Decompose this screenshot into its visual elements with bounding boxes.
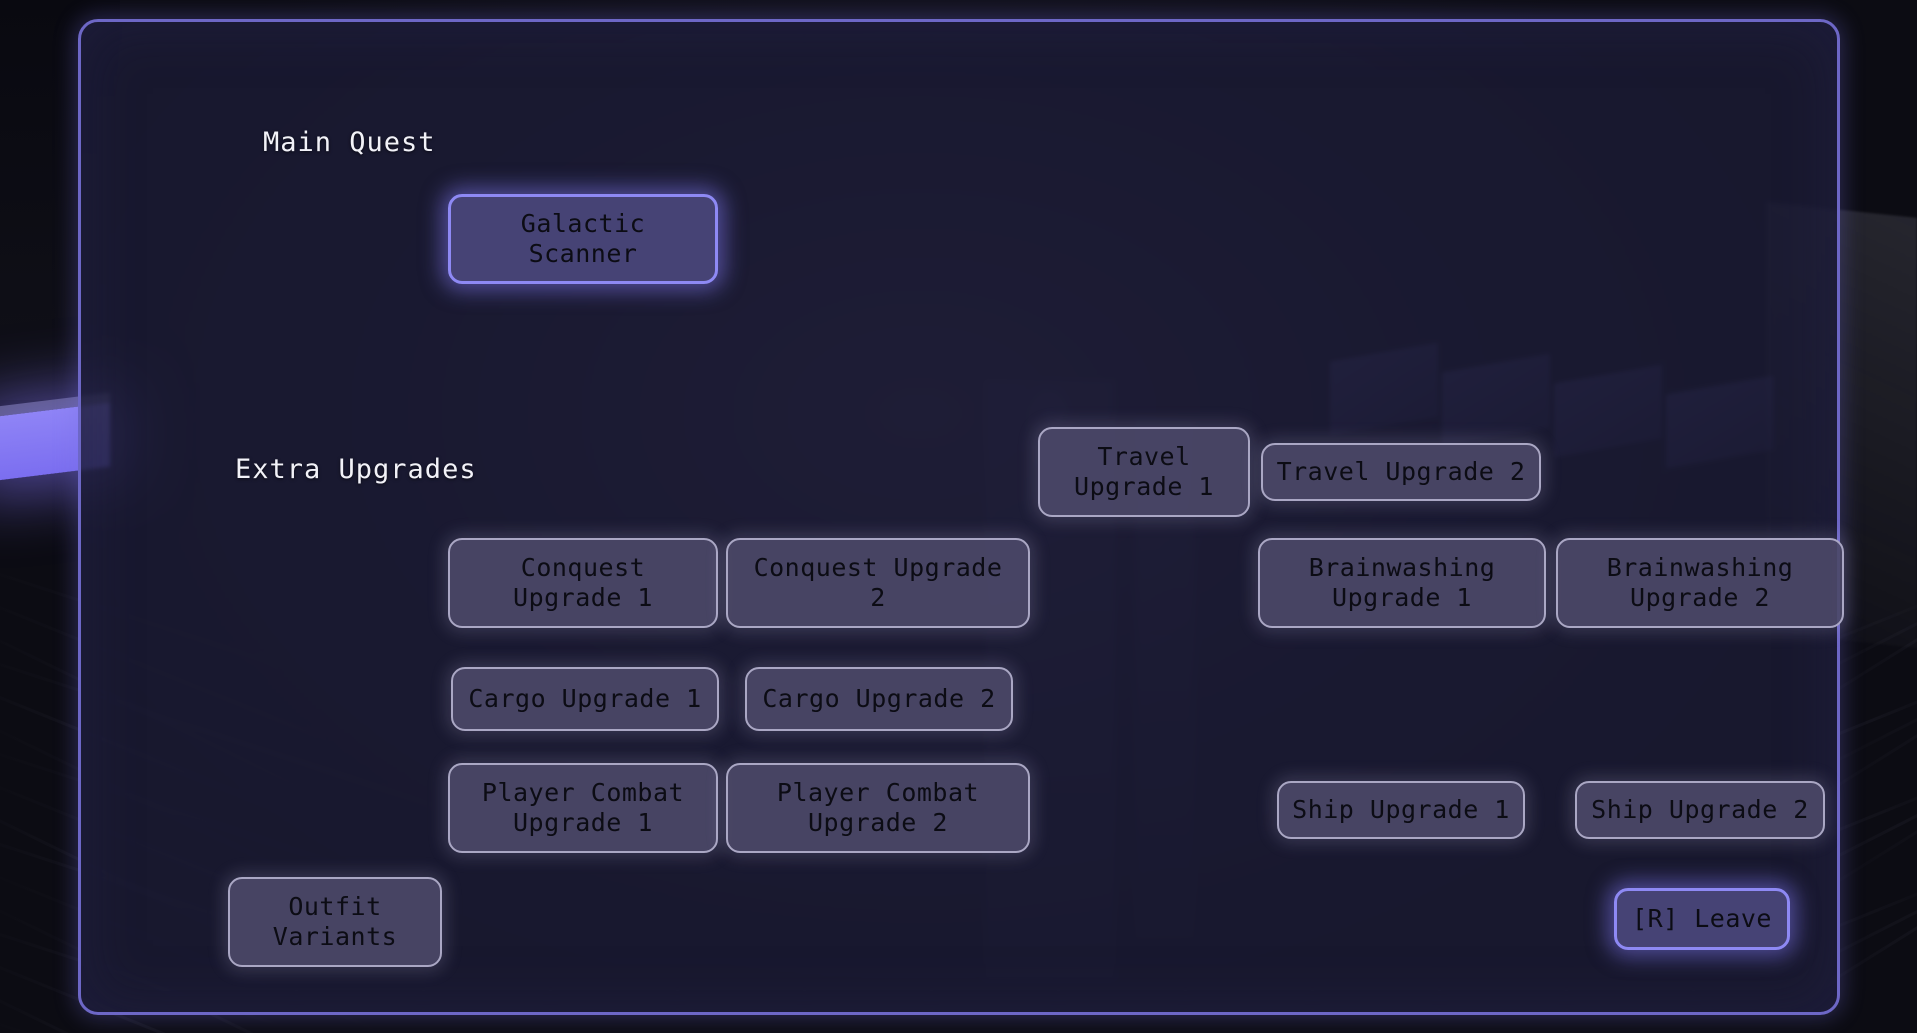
button-galactic-scanner[interactable]: Galactic Scanner: [448, 194, 718, 284]
extra-upgrades-heading: Extra Upgrades: [235, 454, 477, 485]
button-conquest-upgrade-2[interactable]: Conquest Upgrade 2: [726, 538, 1030, 628]
button-player-combat-upgrade-2[interactable]: Player Combat Upgrade 2: [726, 763, 1030, 853]
button-leave[interactable]: [R] Leave: [1614, 888, 1790, 950]
button-travel-upgrade-2[interactable]: Travel Upgrade 2: [1261, 443, 1541, 501]
button-brainwashing-upgrade-2[interactable]: Brainwashing Upgrade 2: [1556, 538, 1844, 628]
main-quest-heading: Main Quest: [263, 127, 436, 158]
button-player-combat-upgrade-1[interactable]: Player Combat Upgrade 1: [448, 763, 718, 853]
button-outfit-variants[interactable]: Outfit Variants: [228, 877, 442, 967]
button-ship-upgrade-1[interactable]: Ship Upgrade 1: [1277, 781, 1525, 839]
button-conquest-upgrade-1[interactable]: Conquest Upgrade 1: [448, 538, 718, 628]
button-cargo-upgrade-1[interactable]: Cargo Upgrade 1: [451, 667, 719, 731]
button-ship-upgrade-2[interactable]: Ship Upgrade 2: [1575, 781, 1825, 839]
button-cargo-upgrade-2[interactable]: Cargo Upgrade 2: [745, 667, 1013, 731]
button-travel-upgrade-1[interactable]: Travel Upgrade 1: [1038, 427, 1250, 517]
upgrade-menu-panel: Main Quest Galactic Scanner Extra Upgrad…: [78, 19, 1844, 1015]
button-brainwashing-upgrade-1[interactable]: Brainwashing Upgrade 1: [1258, 538, 1546, 628]
